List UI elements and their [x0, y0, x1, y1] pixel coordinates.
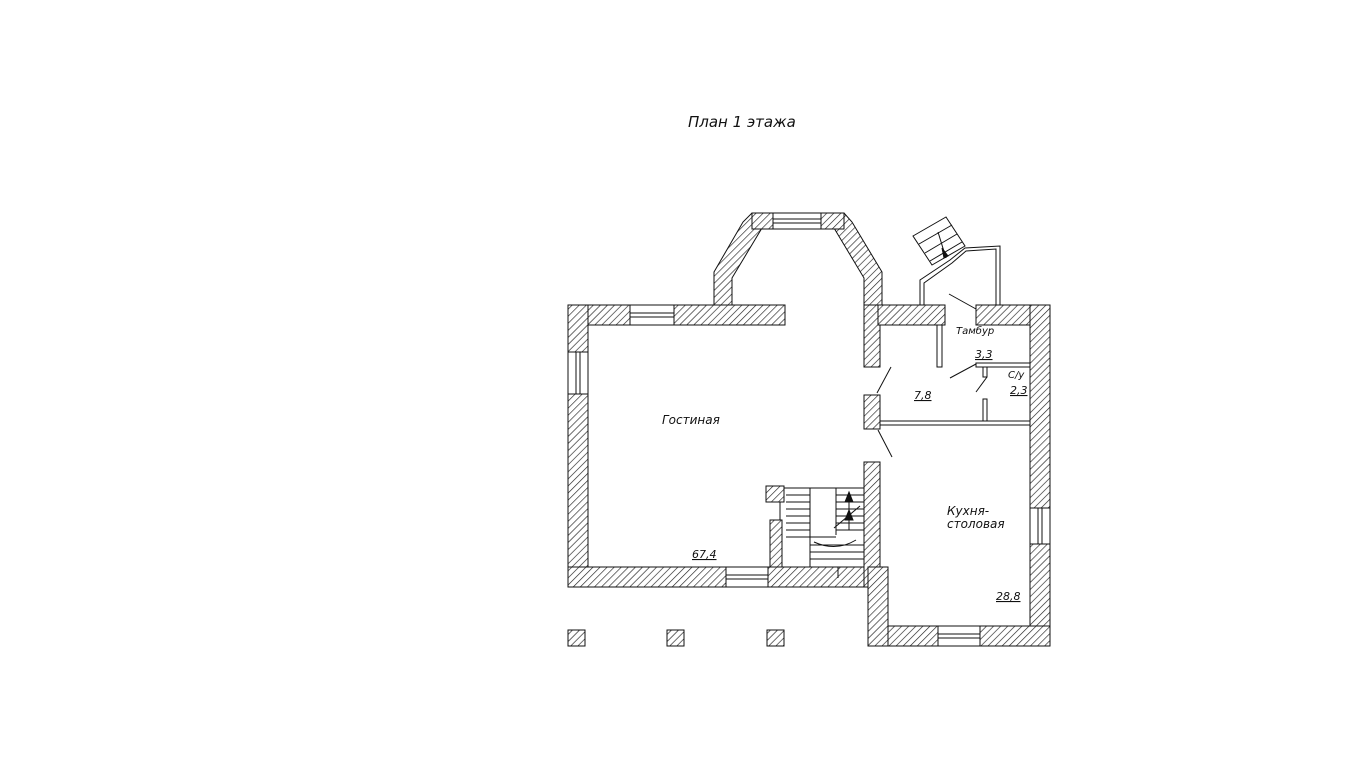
pillar-3 [766, 629, 785, 647]
pillar-2 [666, 629, 685, 647]
window-kitchen-bottom [937, 625, 981, 647]
window-bay-top [772, 212, 822, 230]
kitchen-name-line1: Кухня- [947, 504, 989, 518]
windows [567, 212, 1051, 647]
living-left-wall [567, 304, 589, 588]
window-living-top [629, 304, 675, 326]
hall-area: 7,8 [914, 389, 932, 402]
window-living-left [567, 351, 589, 395]
hall-kitchen-partition [879, 420, 1031, 426]
walls [567, 212, 1051, 647]
kitchen-name-line2: столовая [947, 517, 1005, 531]
vestibule-name: Тамбур [956, 325, 994, 337]
living-room-name: Гостиная [662, 413, 720, 427]
staircase [765, 485, 865, 578]
right-outer-wall [1029, 304, 1051, 647]
door-swings [876, 363, 988, 458]
interior-partitions [879, 324, 1031, 426]
kitchen-area: 28,8 [996, 590, 1021, 603]
window-living-bottom [725, 566, 769, 588]
entrance-porch [912, 216, 1001, 310]
room-labels: Гостиная 67,4 Кухня- столовая 28,8 7,8 Т… [662, 325, 1028, 603]
kitchen-left-wall [867, 566, 889, 647]
vestibule-area: 3,3 [975, 348, 993, 361]
bathroom-door-jamb-bottom [982, 398, 988, 422]
partition-middle [863, 394, 881, 430]
pillar-1 [567, 629, 586, 647]
bathroom-door-jamb-top [982, 366, 988, 378]
window-kitchen-right [1029, 507, 1051, 545]
living-room-area: 67,4 [692, 548, 717, 561]
bathroom-top-partition [975, 362, 1031, 368]
right-top-wall-left [877, 304, 946, 326]
bathroom-name: С/у [1008, 370, 1025, 381]
plan-title: План 1 этажа [688, 113, 796, 131]
bathroom-area: 2,3 [1010, 384, 1028, 397]
vestibule-left-partition [936, 324, 943, 368]
living-top-wall [567, 304, 786, 326]
